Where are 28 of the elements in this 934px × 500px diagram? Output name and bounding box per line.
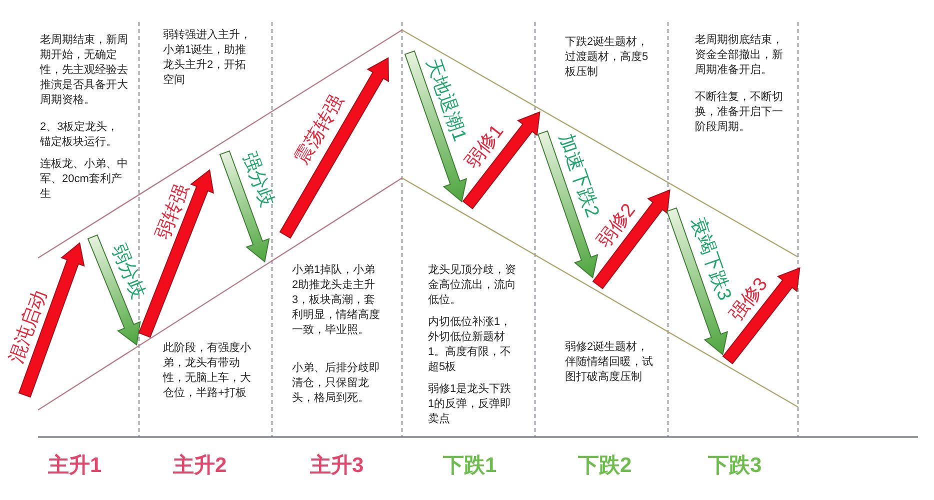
note-text: 老周期彻底结束，资金全部撤出，新周期准备开启。 [695,33,784,78]
note-text: 弱转强进入主升，小弟1诞生，助推龙头主升2，开拓空间 [163,28,252,88]
note-text: 小弟、后排分歧即清仓，只保留龙头，格局到死。 [292,361,381,406]
note-text: 内切低位补涨1，外切低位新题材1。高度有限，不超5板 [428,315,512,375]
note-text: 弱修2诞生题材，伴随情绪回暖，试图打破高度压制 [565,340,654,385]
phase-label: 主升2 [173,454,227,478]
note-text: 连板龙、小弟、中军、20cm套利产生 [40,157,129,202]
arrow-label: 衰竭下跌3 [686,214,734,304]
arrow-label: 加速下跌2 [554,132,602,220]
arrow-label: 混沌启动 [6,288,52,366]
note-text: 龙头见顶分歧，资金高位流出，流向低位。 [428,263,517,308]
note-text: 2、3板定龙头，锚定板块运行。 [40,120,120,150]
phase-label: 下跌2 [578,454,632,478]
note-text: 老周期结束，新周期开始，无确定性，先主观经验去推演是否具备开大周期资格。 [40,33,129,108]
note-text: 下跌2诞生题材，过渡题材，高度5板压制 [565,35,650,80]
arrow-label: 弱转强 [153,182,193,242]
phase-label: 下跌1 [443,454,497,478]
note-text: 弱修1是龙头下跌1的反弹，反弹即卖点 [428,382,512,427]
note-text: 小弟1掉队，小弟2助推龙头走主升3，板块高潮，套利明显，情绪高度一致，毕业照。 [292,263,381,338]
arrow-label: 弱分歧 [106,242,148,302]
phase-label: 主升1 [48,454,102,478]
arrow-label: 强分歧 [238,150,276,210]
arrow-label: 震荡转强 [292,92,348,168]
phase-label: 下跌3 [708,454,762,478]
arrow-label: 天地退潮1 [421,56,468,144]
note-text: 此阶段，有强度小弟，龙头有带动性，无脑上车，大仓位，半路+打板 [163,341,252,401]
phase-label: 主升3 [310,454,364,478]
note-text: 不断往复，不断切换，准备开启下一阶段周期。 [695,90,784,135]
